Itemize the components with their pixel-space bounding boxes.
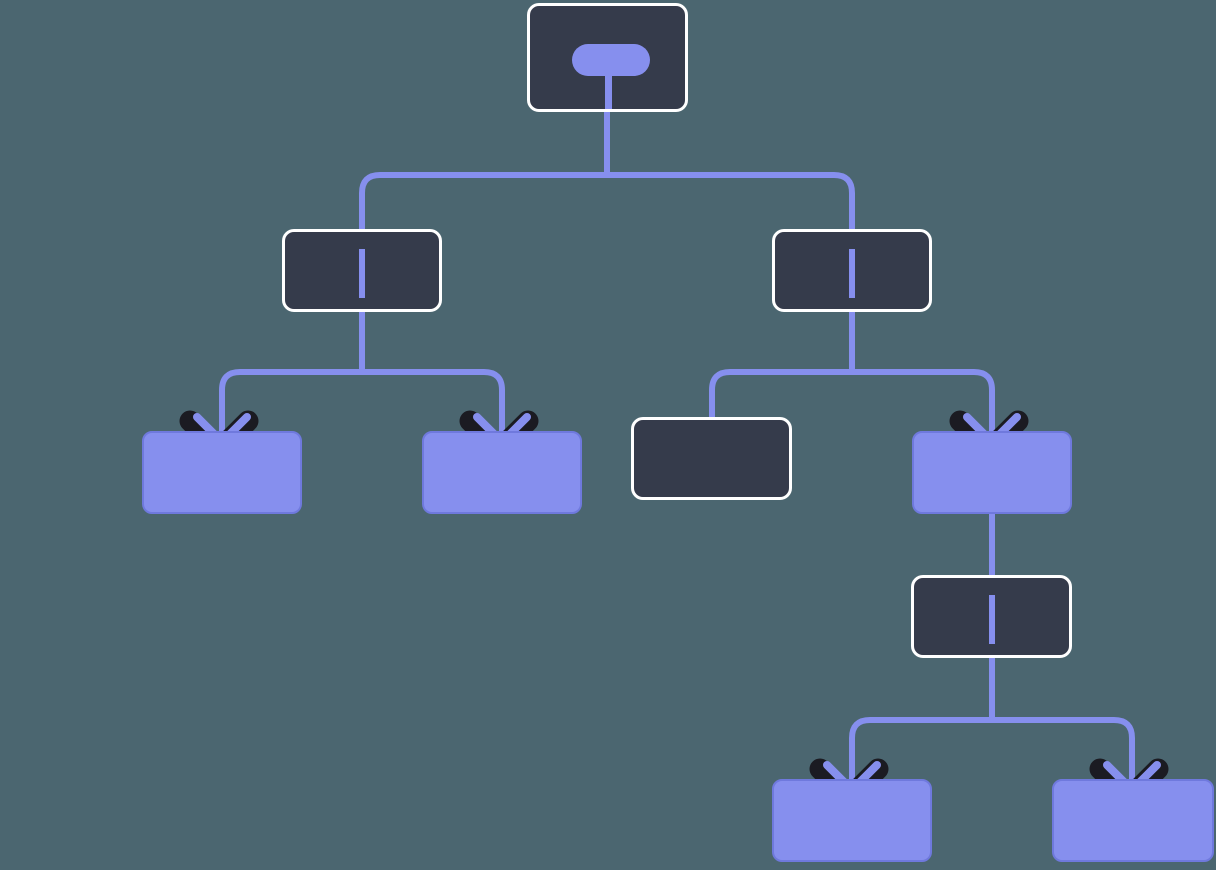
edge-root-to-left bbox=[359, 172, 607, 229]
edge-r3-to-r4a bbox=[849, 717, 992, 780]
root-pill-glyph bbox=[572, 44, 650, 76]
node-through-line bbox=[989, 595, 995, 644]
tree-leaf-bottom-b[interactable] bbox=[1052, 779, 1214, 862]
tree-leaf-right-a[interactable] bbox=[912, 431, 1072, 514]
tree-node-left-branch[interactable] bbox=[282, 229, 442, 312]
tree-leaf-left-b[interactable] bbox=[422, 431, 582, 514]
root-stem-glyph bbox=[605, 72, 612, 109]
edge-r1-to-r2a bbox=[709, 369, 852, 418]
node-through-line bbox=[359, 249, 365, 298]
edge-r1-to-r2b bbox=[852, 369, 995, 432]
tree-node-root[interactable] bbox=[527, 3, 688, 112]
edge-root-to-right bbox=[607, 172, 855, 229]
edge-l1-to-l2b bbox=[362, 369, 505, 432]
tree-node-right-child-dark[interactable] bbox=[631, 417, 792, 500]
tree-node-right-branch[interactable] bbox=[772, 229, 932, 312]
edge-r3-to-r4b bbox=[992, 717, 1135, 780]
tree-leaf-bottom-a[interactable] bbox=[772, 779, 932, 862]
edge-l1-to-l2a bbox=[219, 369, 362, 432]
tree-node-right-sub[interactable] bbox=[911, 575, 1072, 658]
tree-leaf-left-a[interactable] bbox=[142, 431, 302, 514]
node-through-line bbox=[849, 249, 855, 298]
